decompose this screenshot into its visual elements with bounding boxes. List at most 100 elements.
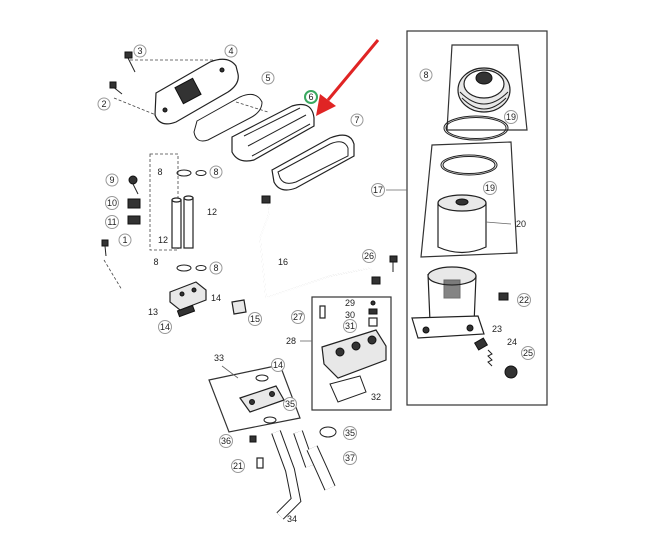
callout-circle: [517, 293, 531, 307]
callout-label: 22: [519, 295, 529, 305]
callout-10: 10: [105, 196, 119, 210]
filter-assembly-frame: [406, 30, 548, 406]
callout-21: 21: [231, 459, 245, 473]
callout-label: 14: [160, 322, 170, 332]
filter-element: [437, 194, 512, 254]
callout-37: 37: [343, 451, 357, 465]
callout-label: 10: [107, 198, 117, 208]
callout-24: 24: [507, 337, 517, 347]
callout-label: 8: [153, 257, 158, 267]
callout-label: 12: [207, 207, 217, 217]
callout-22: 22: [517, 293, 531, 307]
callout-circle: [283, 397, 297, 411]
flange-33: [239, 374, 285, 424]
callout-25: 25: [521, 346, 535, 360]
callout-label: 24: [507, 337, 517, 347]
callout-circle: [209, 261, 223, 275]
callout-label: 35: [285, 399, 295, 409]
callout-circle: [371, 183, 385, 197]
callout-label: 31: [345, 321, 355, 331]
callout-label: 3: [137, 46, 142, 56]
callout-36: 36: [219, 434, 233, 448]
callout-5: 5: [261, 71, 275, 85]
callout-label: 34: [287, 514, 297, 524]
callout-2: 2: [97, 97, 111, 111]
callout-14a: 14: [211, 293, 221, 303]
callout-label: 23: [492, 324, 502, 334]
bolt-3: [124, 51, 136, 73]
callout-28: 28: [286, 336, 296, 346]
callout-13: 13: [148, 307, 158, 317]
callout-label: 17: [373, 185, 383, 195]
callout-label: 29: [345, 298, 355, 308]
sensor-9: [128, 175, 139, 195]
callout-8e: 8: [419, 68, 433, 82]
callout-30: 30: [345, 310, 355, 320]
callout-circle: [209, 165, 223, 179]
callout-label: 15: [250, 314, 260, 324]
callout-circle: [248, 312, 262, 326]
callout-circle: [419, 68, 433, 82]
adapter-13: [169, 281, 207, 311]
callout-label: 8: [213, 263, 218, 273]
callout-label: 7: [354, 115, 359, 125]
fitting-26: [389, 255, 398, 272]
callout-circle: [304, 90, 318, 104]
callout-label: 11: [107, 217, 116, 227]
gasket-7: [271, 134, 355, 191]
callout-6: 6: [304, 90, 318, 104]
callout-label: 5: [265, 73, 270, 83]
callout-label: 21: [233, 461, 243, 471]
filter-cap: [446, 44, 528, 131]
callout-1: 1: [118, 233, 132, 247]
callout-circle: [219, 434, 233, 448]
callout-label: 8: [423, 70, 428, 80]
callout-19a: 19: [504, 110, 518, 124]
callout-circle: [343, 319, 357, 333]
callout-label: 32: [371, 392, 381, 402]
callout-7: 7: [350, 113, 364, 127]
seals-14: [176, 304, 196, 318]
callout-34: 34: [287, 514, 297, 524]
callout-14b: 14: [158, 320, 172, 334]
callout-label: 8: [157, 167, 162, 177]
callout-label: 4: [228, 46, 233, 56]
callout-12b: 12: [158, 235, 168, 245]
hose-34: [271, 430, 315, 520]
callout-circle: [483, 181, 497, 195]
plug-22: [498, 292, 509, 301]
callout-label: 12: [158, 235, 168, 245]
callout-circle: [271, 358, 285, 372]
callout-29: 29: [345, 298, 355, 308]
o-rings-8: [176, 169, 207, 272]
callout-label: 14: [273, 360, 283, 370]
seal-11: [127, 215, 141, 225]
callout-label: 20: [516, 219, 526, 229]
callout-23: 23: [492, 324, 502, 334]
clamp-35: [319, 426, 337, 438]
callout-14c: 14: [271, 358, 285, 372]
callout-27: 27: [291, 310, 305, 324]
callout-label: 13: [148, 307, 158, 317]
valve-23-25: [473, 337, 518, 379]
elbow-37: [306, 445, 336, 491]
callout-33: 33: [214, 353, 224, 363]
pipe-16: [259, 195, 381, 299]
bracket-33-frame: [208, 364, 301, 433]
callout-label: 1: [122, 235, 127, 245]
seal-10: [127, 198, 141, 209]
callout-9: 9: [105, 173, 119, 187]
callout-35b: 35: [343, 426, 357, 440]
callout-label: 26: [364, 251, 374, 261]
callout-label: 25: [523, 348, 533, 358]
callout-circle: [343, 451, 357, 465]
callout-12a: 12: [207, 207, 217, 217]
callout-label: 19: [506, 112, 516, 122]
callout-circle: [521, 346, 535, 360]
callout-3: 3: [133, 44, 147, 58]
callout-circle: [105, 173, 119, 187]
callout-circle: [504, 110, 518, 124]
